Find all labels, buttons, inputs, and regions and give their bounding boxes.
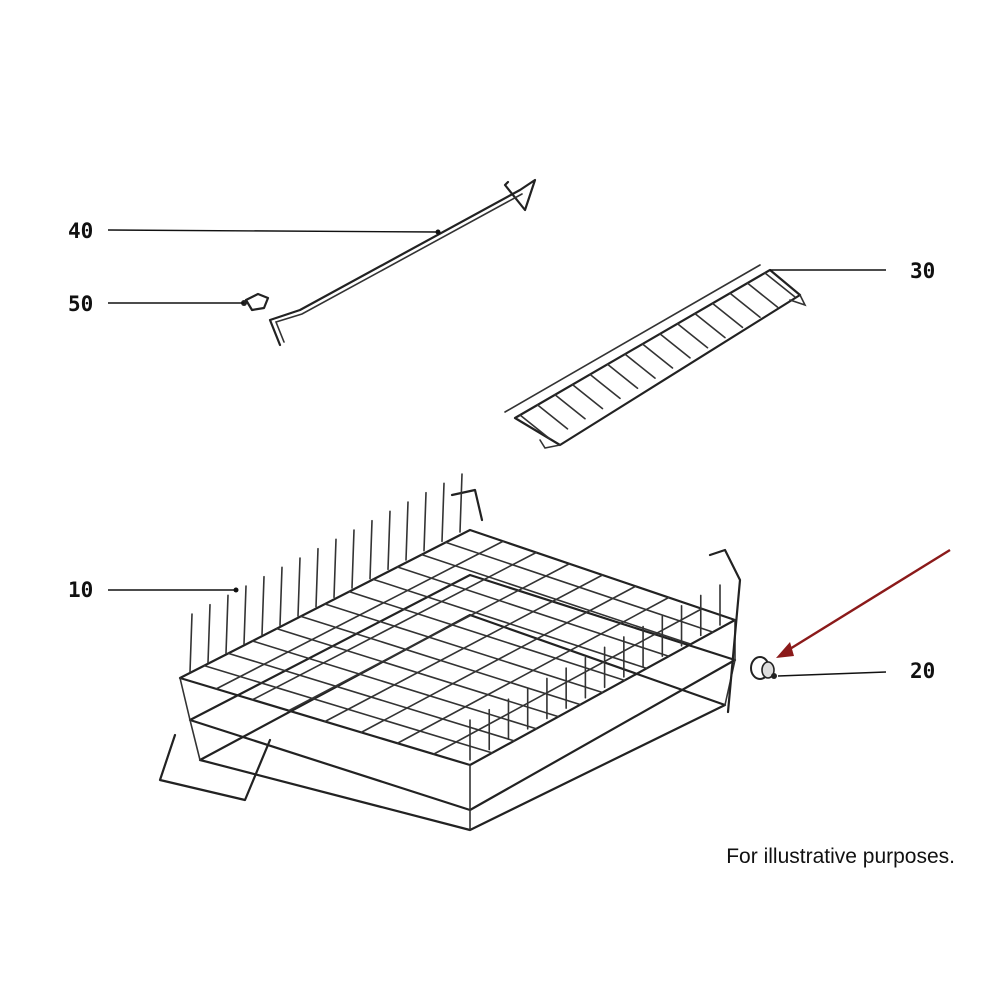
- leader-40: [107, 229, 439, 233]
- callout-20: 20: [910, 659, 935, 683]
- callout-10: 10: [68, 578, 93, 602]
- callout-50: 50: [68, 292, 93, 316]
- part-40-handle-wire: [268, 178, 537, 347]
- part-30-cup-shelf: [504, 264, 807, 449]
- highlight-arrow: [776, 548, 951, 658]
- part-20-roller: [750, 656, 777, 680]
- illustrative-caption: For illustrative purposes.: [726, 845, 955, 868]
- leader-20: [777, 671, 887, 677]
- part-50-clip: [241, 292, 270, 312]
- leader-lines: [107, 229, 887, 677]
- part-10-rack-basket: [158, 473, 742, 832]
- callout-40: 40: [68, 219, 93, 243]
- callout-30: 30: [910, 259, 935, 283]
